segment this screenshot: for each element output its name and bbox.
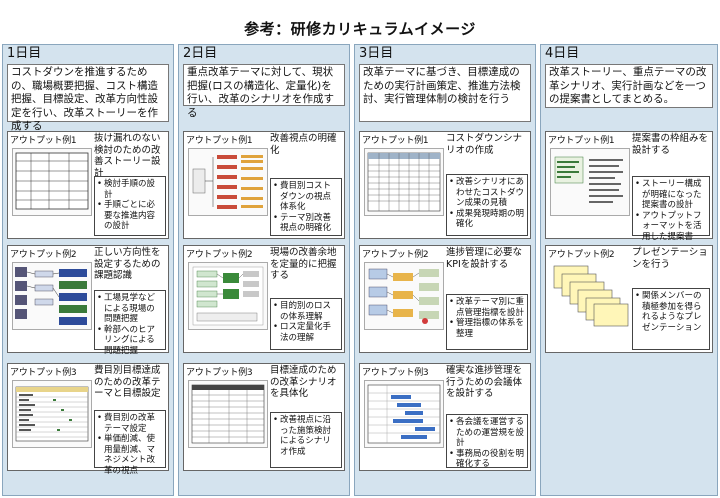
output-title: プレゼンテーションを行う	[632, 247, 708, 270]
output-point: 単価削減、使用量削減、マネジメント改革の視点	[97, 434, 163, 476]
day-label: 1日目	[7, 46, 42, 61]
output-title: 抜け漏れのない検討のための改善ストーリー設計	[94, 133, 161, 179]
output-title: 進捗管理に必要なKPIを設計する	[446, 247, 523, 270]
output-card: アウトプット例1 抜け漏れのない検討のための改善ストーリー設計 検討手順の設計	[7, 131, 169, 239]
output-point: 幹部へのヒアリングによる問題把握	[97, 325, 163, 357]
output-title: 確実な進捗管理を行うための会議体を設計する	[446, 365, 523, 399]
output-point: アウトプットフォーマットを活用した提案書	[635, 211, 707, 243]
output-points: 改善視点に沿った施策検討によるシナリオ作成	[270, 412, 342, 468]
output-point: 関係メンバーの積極参加を得られるようなプレゼンテーション	[635, 291, 707, 333]
output-point: 工場見学などによる現場の問題把握	[97, 293, 163, 325]
thumbnail-gantt-image	[364, 380, 444, 448]
output-label: アウトプット例2	[10, 250, 77, 260]
output-card: アウトプット例2	[359, 245, 531, 353]
thumbnail-loss-structure-image	[188, 262, 268, 330]
day-description: コストダウンを推進するための、職場概要把握、コスト構造把握、目標設定、改革方向性…	[7, 64, 169, 132]
day-description: 改革テーマに基づき、目標達成のための実行計画策定、推進方法検討、実行管理体制の検…	[359, 64, 531, 122]
thumbnail-flow-image	[12, 262, 92, 330]
curriculum-board: 1日目 コストダウンを推進するための、職場概要把握、コスト構造把握、目標設定、改…	[2, 44, 718, 496]
output-label: アウトプット例2	[186, 250, 253, 260]
thumbnail-kpi-image	[364, 262, 444, 330]
output-points: 各会議を運営するための運営規を設計 事務局の役割を明確化する	[446, 414, 528, 470]
thumbnail-proposal-image	[550, 148, 630, 216]
output-point: 改善視点に沿った施策検討によるシナリオ作成	[273, 415, 339, 457]
output-point: テーマ別改善視点の明確化	[273, 213, 339, 234]
output-card: アウトプット例2	[183, 245, 345, 353]
thumbnail-scenario-image	[188, 380, 268, 448]
output-label: アウトプット例1	[548, 136, 615, 146]
thumbnail-scenario-table-image	[364, 148, 444, 216]
output-point: ストーリー構成が明確になった提案書の設計	[635, 179, 707, 211]
output-card: アウトプット例3	[7, 363, 169, 476]
day-label: 4日目	[545, 46, 580, 61]
output-point: 費目別の改革テーマ設定	[97, 413, 163, 434]
day-label: 2日目	[183, 46, 218, 61]
day-4-column: 4日目 改革ストーリー、重点テーマの改革シナリオ、実行計画などを一つの提案書とし…	[540, 44, 718, 496]
output-point: 各会議を運営するための運営規を設計	[449, 417, 525, 449]
output-points: 改善シナリオにあわせたコストダウン成果の見積 成果発現時期の明確化	[446, 174, 528, 236]
output-title: 提案書の枠組みを設計する	[632, 133, 709, 156]
thumbnail-tree-image	[188, 148, 268, 216]
thumbnail-sheet-image	[12, 380, 92, 448]
day-2-column: 2日目 重点改革テーマに対して、現状把握(ロスの構造化、定量化)を行い、改革のシ…	[178, 44, 350, 496]
output-points: 検討手順の設計 手順ごとに必要な推進内容の設計	[94, 176, 166, 236]
output-label: アウトプット例3	[362, 368, 429, 378]
output-title: 現場の改善余地を定量的に把握する	[270, 247, 337, 281]
output-point: 管理指標の体系を整理	[449, 318, 525, 339]
output-points: 改革テーマ別に重点管理指標を設計 管理指標の体系を整理	[446, 294, 528, 350]
output-points: 関係メンバーの積極参加を得られるようなプレゼンテーション	[632, 288, 710, 350]
output-title: 費目別目標達成のための改革テーマと目標設定	[94, 365, 161, 399]
output-card: アウトプット例1 コストダウンシナリオの作成	[359, 131, 531, 239]
day-label: 3日目	[359, 46, 394, 61]
output-label: アウトプット例1	[186, 136, 253, 146]
output-label: アウトプット例3	[186, 368, 253, 378]
output-title: 改善視点の明確化	[270, 133, 337, 156]
output-point: 改善シナリオにあわせたコストダウン成果の見積	[449, 177, 525, 209]
output-point: 目的別のロスの体系理解	[273, 301, 339, 322]
day-description: 改革ストーリー、重点テーマの改革シナリオ、実行計画などを一つの提案書としてまとめ…	[545, 64, 713, 108]
output-point: 事務局の役割を明確化する	[449, 449, 525, 470]
output-card: アウトプット例2	[7, 245, 169, 356]
thumbnail-table-image	[12, 148, 92, 216]
output-points: 費目別コストダウンの視点体系化 テーマ別改善視点の明確化	[270, 178, 342, 236]
output-point: 費目別コストダウンの視点体系化	[273, 181, 339, 213]
output-label: アウトプット例3	[10, 368, 77, 378]
output-card: アウトプット例1	[183, 131, 345, 239]
output-title: コストダウンシナリオの作成	[446, 133, 523, 156]
output-point: 検討手順の設計	[97, 179, 163, 200]
output-point: 改革テーマ別に重点管理指標を設計	[449, 297, 525, 318]
output-points: 目的別のロスの体系理解 ロス定量化手法の理解	[270, 298, 342, 350]
day-1-column: 1日目 コストダウンを推進するための、職場概要把握、コスト構造把握、目標設定、改…	[2, 44, 174, 496]
day-3-column: 3日目 改革テーマに基づき、目標達成のための実行計画策定、推進方法検討、実行管理…	[354, 44, 536, 496]
output-label: アウトプット例1	[10, 136, 77, 146]
output-label: アウトプット例2	[362, 250, 429, 260]
output-points: ストーリー構成が明確になった提案書の設計 アウトプットフォーマットを活用した提案…	[632, 176, 710, 242]
output-point: 手順ごとに必要な推進内容の設計	[97, 200, 163, 232]
output-card: アウトプット例2 プレゼンテーションを行う 関係メンバーの積極参加を得られるよう…	[545, 245, 713, 353]
output-label: アウトプット例1	[362, 136, 429, 146]
output-title: 目標達成のための改革シナリオを具体化	[270, 365, 337, 399]
output-points: 費目別の改革テーマ設定 単価削減、使用量削減、マネジメント改革の視点	[94, 410, 166, 476]
output-label: アウトプット例2	[548, 250, 615, 260]
output-title: 正しい方向性を設定するための課題認識	[94, 247, 161, 281]
output-point: 成果発現時期の明確化	[449, 209, 525, 230]
output-points: 工場見学などによる現場の問題把握 幹部へのヒアリングによる問題把握	[94, 290, 166, 356]
day-description: 重点改革テーマに対して、現状把握(ロスの構造化、定量化)を行い、改革のシナリオを…	[183, 64, 345, 119]
output-point: ロス定量化手法の理解	[273, 322, 339, 343]
output-card: アウトプット例3 目標達成のための改革シナリオを具体化	[183, 363, 345, 471]
output-card: アウトプット例1 提案書の枠組みを設計する	[545, 131, 713, 242]
output-card: アウトプット例3 確実な進捗管理	[359, 363, 531, 471]
page-title: 参考：研修カリキュラムイメージ	[244, 20, 476, 38]
thumbnail-slides-stack-image	[550, 262, 630, 330]
